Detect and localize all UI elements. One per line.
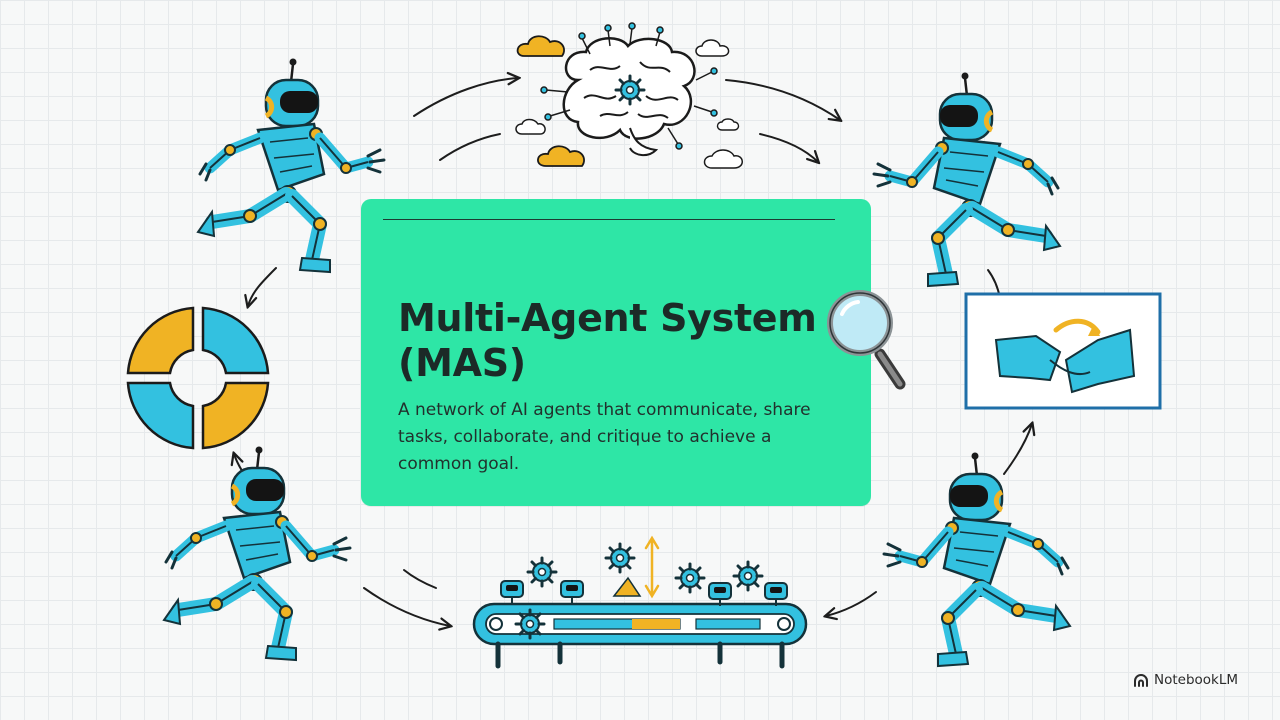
slide-title: Multi-Agent System (MAS) (398, 296, 817, 385)
cycle-arrow-icon (234, 78, 1032, 626)
definition-card: Multi-Agent System (MAS) A network of AI… (361, 199, 871, 506)
brain-icon (540, 22, 718, 156)
slide-description: A network of AI agents that communicate,… (398, 400, 811, 474)
cloud-icon (515, 35, 743, 169)
conveyor-belt-icon (472, 535, 808, 669)
brand-label: NotebookLM (1154, 672, 1239, 688)
ring-chart-icon (126, 306, 270, 450)
notebooklm-logo-icon (1134, 674, 1148, 687)
handshake-icon (964, 292, 1162, 410)
card-divider (383, 219, 835, 220)
notebooklm-brand: NotebookLM (1133, 671, 1238, 689)
